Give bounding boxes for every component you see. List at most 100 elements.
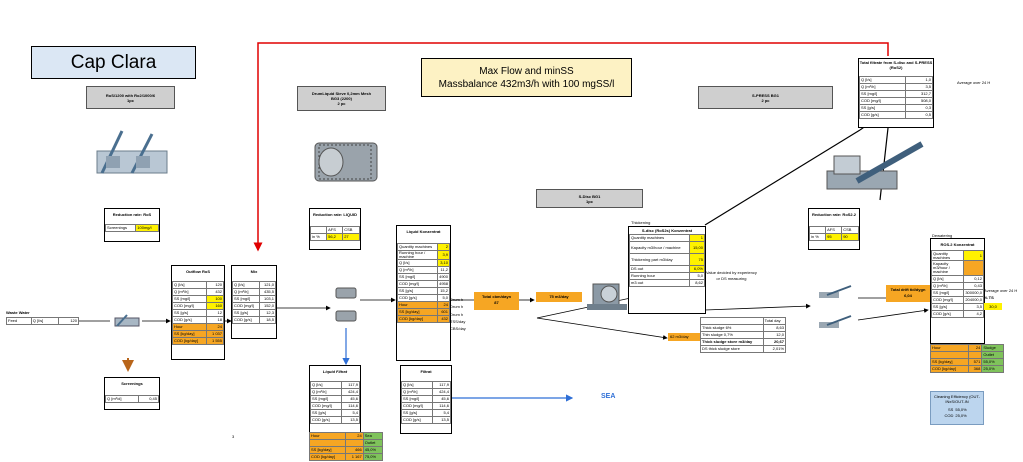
cell: 18,5 [259, 316, 276, 324]
ww-feed: Feed [6, 317, 32, 325]
cell: COD [mg/l] [930, 296, 965, 304]
cell: 571 [967, 358, 983, 366]
cell: 117,9 [432, 381, 451, 389]
value-note: Value decided by experiency or DS measur… [706, 270, 757, 282]
cell: 152,0 [259, 302, 276, 310]
sea-label: SEA [601, 393, 616, 400]
thickening-label: Thickening [631, 220, 651, 225]
cell: Hour [308, 432, 347, 440]
ts-value: 30,0 [984, 303, 1002, 310]
cell: Thin sludge 0,7% [700, 331, 764, 339]
cell: 25,0% [955, 413, 967, 418]
cell: 8,62 [689, 279, 705, 287]
cell: COD [mg/l] [309, 402, 343, 410]
cell: COD [g/s] [231, 316, 261, 324]
spress-small-icon-1 [819, 285, 852, 298]
flow75-box: 75 m3/day [536, 292, 582, 302]
cell: Q [m³/h] [396, 266, 439, 274]
cell: DS out [628, 265, 691, 273]
cell [930, 351, 969, 359]
drum-equipment-label: DrumLiquid Sieve 0,2mm Mesh BG3 (2200) 2… [297, 86, 386, 111]
cell: Total day [762, 317, 787, 325]
cell: SS [kg/day] [171, 330, 208, 338]
cell: SS [mg/l] [400, 395, 434, 403]
cell: 8,63 [762, 324, 787, 332]
cell: 24 [206, 323, 224, 331]
cell: 12 [206, 309, 224, 317]
cell: SS [mg/l] [396, 273, 439, 281]
total-cbm-box: Total cbm/dayn 87 [474, 292, 519, 310]
cell: Q [l/s] [400, 381, 434, 389]
cell: Thickening part m3/day [628, 253, 691, 266]
ros-machine-image [96, 130, 168, 174]
cell: COD [mg/l] [396, 280, 439, 288]
cell: Running hour [628, 272, 691, 280]
cell: 13,5 [432, 416, 451, 424]
drift-box: Total drift tid/dygn 6,04 [886, 285, 930, 302]
cell: Thick sludge 6% [700, 324, 764, 332]
reduction-ros-title: Reduction rate: RoS [112, 212, 152, 217]
cell: SS [kg/day] [396, 308, 439, 316]
cell: Sludge [981, 344, 1004, 352]
cell: 75,0% [362, 453, 384, 461]
sdisc-name: S-Disc BG1 [578, 193, 601, 199]
cell: 5,0 [689, 272, 705, 280]
liquid-konz-units: Drum h Drum h Drum h TSS/day CBS/day [450, 296, 466, 332]
cell: in % [309, 233, 328, 241]
cell: 24 [437, 301, 450, 309]
cell: COD [mg/l] [171, 302, 208, 310]
drum-name: DrumLiquid Sieve 0,2mm Mesh [311, 91, 372, 96]
cell: 5,4 [341, 409, 360, 417]
cell: 0,5 [905, 111, 933, 119]
drift-value: 6,04 [904, 293, 912, 298]
cell: 55,0% [981, 358, 1004, 366]
total-filtrate-title: Total filtrate from S-disc and S-PRESS (… [859, 60, 933, 70]
cell: 3,9 [437, 250, 450, 260]
cell: Hour [171, 323, 208, 331]
ros-small-icon [114, 314, 140, 327]
ros-name: RoS/1200 with Ro2/1000/6 [105, 92, 156, 98]
page-mark: 3 [232, 434, 235, 439]
mix-title: Mix [250, 269, 258, 274]
cell: AFS [326, 226, 344, 234]
spress-equipment-label: S-PRESS BG1 2 pc [698, 86, 833, 109]
cell: 160 [206, 302, 224, 310]
cell: Outlet [362, 439, 384, 447]
unit: CBS/day [450, 326, 466, 332]
cell: 424,4 [341, 388, 360, 396]
cell: SS [g/s] [858, 104, 907, 112]
spress-small-icon-2 [819, 315, 852, 328]
cell: 45,6 [432, 395, 451, 403]
cell: Kapacity m3/hour / machine [628, 241, 691, 254]
cell: 55,0% [955, 407, 967, 412]
reduction-ros-value: 100mg/l [135, 224, 159, 232]
cell: Q [l/s] [309, 381, 343, 389]
cell: 204000,0 [963, 296, 984, 304]
cell: SS [g/s] [930, 303, 965, 311]
cell: 75 [689, 253, 705, 266]
cell: 45,0% [362, 446, 384, 454]
cell: COD [mg/l] [400, 402, 434, 410]
red-return-line [253, 42, 889, 252]
cell: SS [g/s] [231, 309, 261, 317]
spress-machine-image [826, 141, 924, 190]
cell: COD [mg/l] [858, 97, 907, 105]
drum-model: BG3 (2200) [331, 96, 352, 101]
ts-head: % TS [984, 295, 994, 300]
value-note-line2: or DS measuring [716, 276, 747, 281]
sdisc-machine-image [587, 283, 627, 310]
cell: 24 [967, 344, 983, 352]
cell: 117,9 [341, 381, 360, 389]
reduction-ros2-title: Reduction rate: RoS2.2 [811, 212, 856, 217]
ww-unit: Q [l/s] [30, 317, 60, 325]
cell: COD [g/s] [309, 416, 343, 424]
cell: 300000,0 [963, 289, 984, 297]
cell: 2,01% [762, 345, 787, 353]
cell: 3,10 [437, 259, 450, 267]
cell: 2 [437, 243, 450, 251]
cell: 3,5 [963, 303, 984, 311]
liquid-filtrat-box: Liquid Filtrat Q [l/s]117,9 Q [m³/h]424,… [309, 365, 361, 434]
